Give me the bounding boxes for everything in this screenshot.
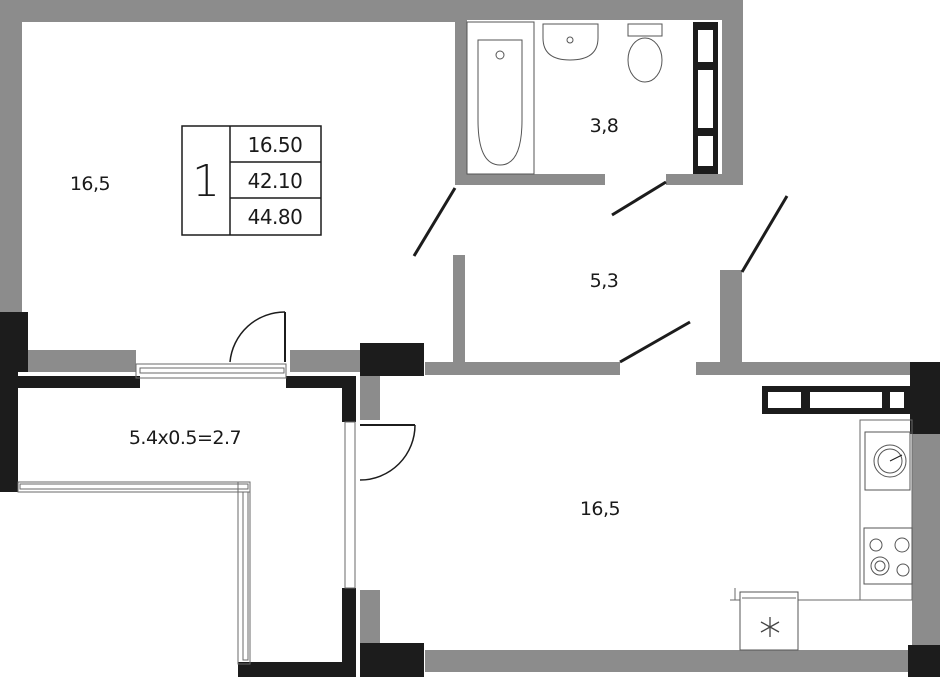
- fridge-snowflake-icon: [739, 591, 799, 651]
- cooktop-icon: [863, 527, 913, 585]
- balcony-area: 5.4x0.5=2.7: [129, 427, 241, 449]
- summary-table: 1 16.50 42.10 44.80: [181, 125, 322, 236]
- bathroom-area: 3,8: [590, 115, 619, 137]
- bathroom-cabinet: [693, 22, 718, 174]
- living-room-area: 16,5: [70, 173, 110, 195]
- stove-icon: [864, 431, 911, 491]
- toilet-icon: [627, 23, 663, 83]
- doors: [229, 180, 789, 481]
- table-row-full-area: 44.80: [248, 205, 303, 229]
- structural-columns: [0, 312, 940, 677]
- room-count: 1: [192, 156, 220, 207]
- sink-icon: [542, 23, 599, 61]
- bathtub-icon: [466, 21, 535, 175]
- outer-walls: [0, 0, 912, 672]
- kitchen-radiator: [762, 386, 910, 414]
- kitchen-area: 16,5: [580, 498, 620, 520]
- hallway-area: 5,3: [590, 270, 619, 292]
- table-row-living-area: 16.50: [248, 133, 303, 157]
- balcony-glazing: [17, 363, 356, 665]
- table-row-total-area: 42.10: [248, 169, 303, 193]
